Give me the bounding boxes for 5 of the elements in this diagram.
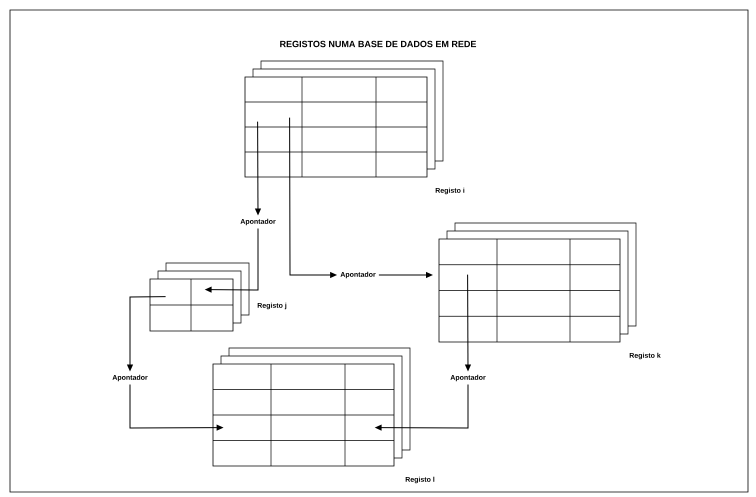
record-stack	[438, 222, 636, 342]
record-stack	[212, 348, 410, 466]
title: REGISTOS NUMA BASE DE DADOS EM REDE	[280, 40, 476, 48]
record-stack	[244, 60, 444, 178]
record-stack	[150, 262, 250, 332]
